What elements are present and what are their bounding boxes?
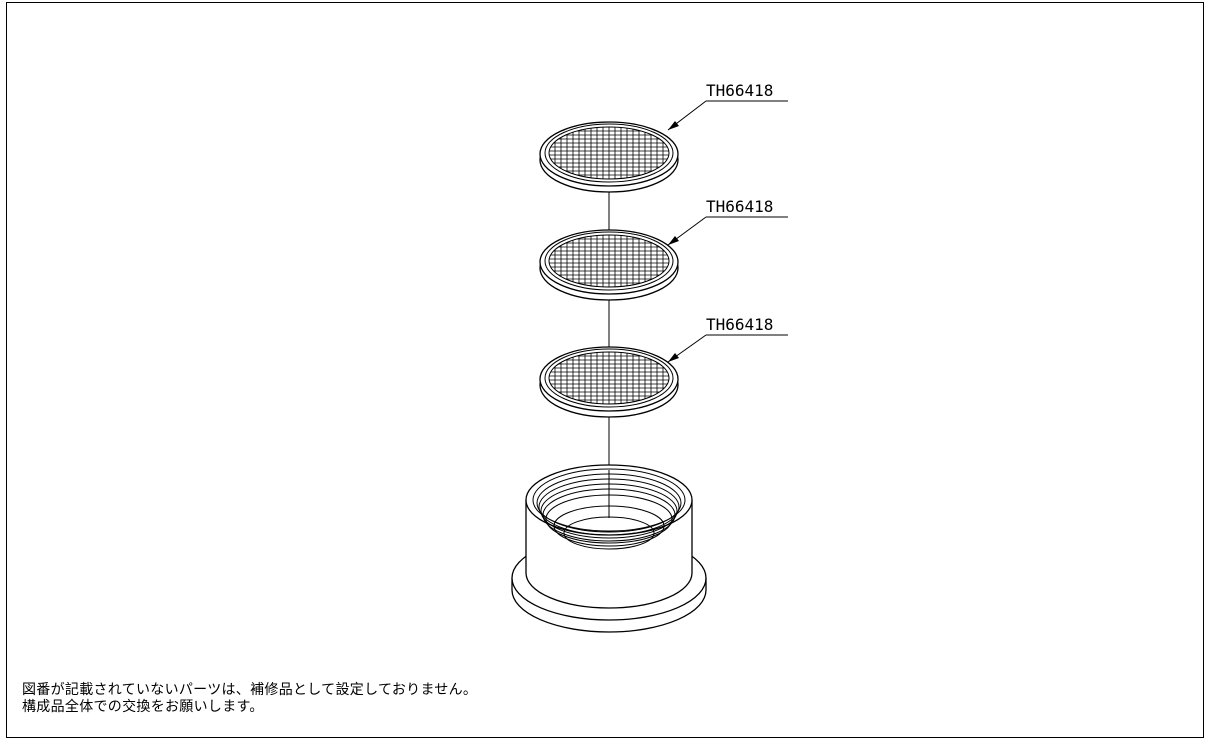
arrowhead-icon — [668, 353, 679, 362]
strainer-mesh-2 — [539, 229, 679, 301]
part-number-label: TH66418 — [706, 81, 773, 100]
strainer-mesh-3 — [539, 346, 679, 418]
part-number-label: TH66418 — [706, 197, 773, 216]
arrowhead-icon — [668, 121, 679, 130]
drawing-notes: 図番が記載されていないパーツは、補修品として設定しておりません。 構成品全体での… — [22, 682, 477, 716]
callout-1: TH66418 — [667, 81, 788, 131]
note-line-1: 図番が記載されていないパーツは、補修品として設定しておりません。 — [22, 682, 478, 698]
strainer-mesh-1 — [539, 121, 679, 193]
callout-2: TH66418 — [667, 197, 788, 246]
note-line-2: 構成品全体での交換をお願いします。 — [22, 699, 264, 715]
arrowhead-icon — [668, 236, 679, 245]
flanged-body — [511, 464, 707, 633]
part-number-label: TH66418 — [706, 315, 773, 334]
callout-3: TH66418 — [667, 315, 788, 363]
